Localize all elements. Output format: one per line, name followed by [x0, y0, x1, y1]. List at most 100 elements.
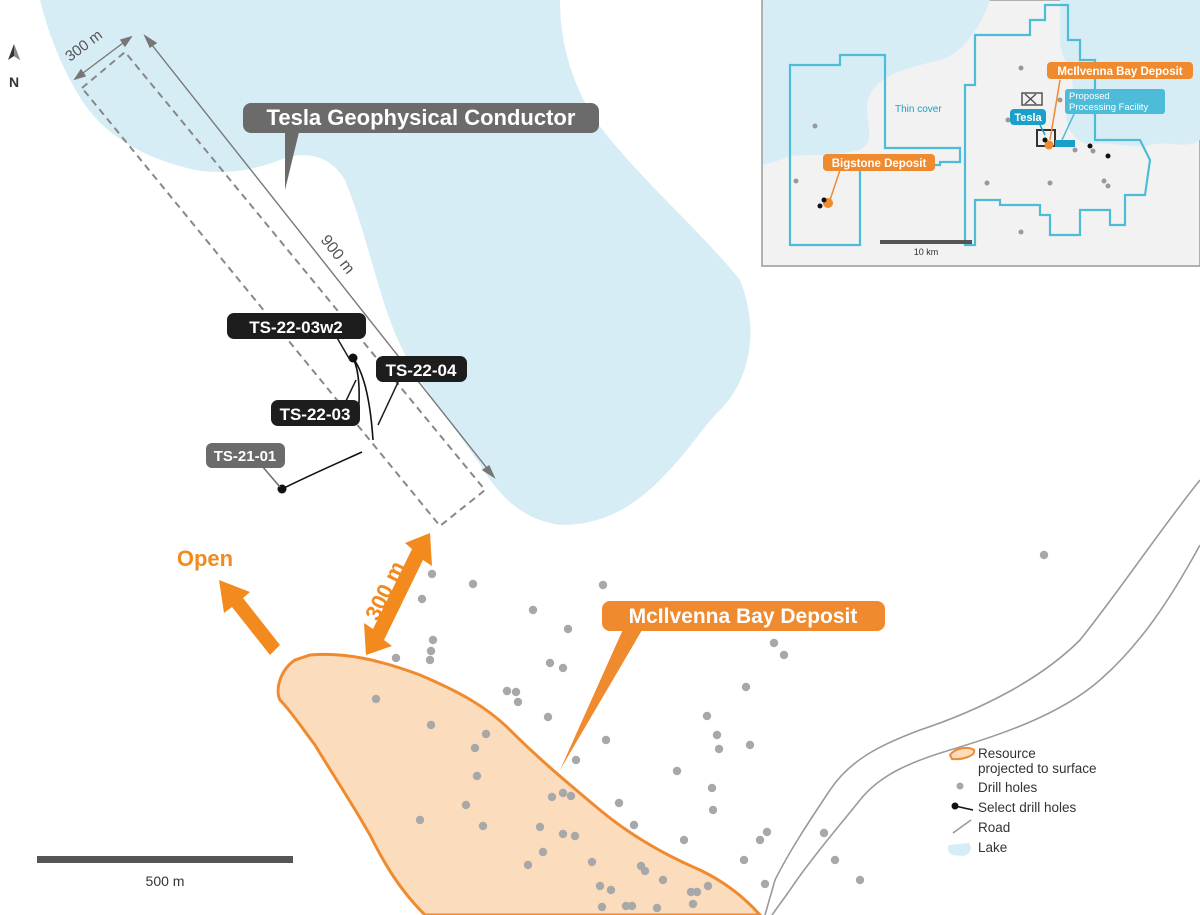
inset-tesla-marker [1021, 92, 1043, 106]
drill-hole [563, 624, 573, 634]
legend: Resource projected to surface Drill hole… [948, 746, 1097, 856]
resource-outline [276, 652, 763, 915]
road [764, 479, 1200, 915]
drill-hole [606, 885, 616, 895]
drill-hole [502, 686, 512, 696]
legend-select-swatch [951, 802, 959, 810]
drill-hole [427, 569, 437, 579]
drill-hole [426, 646, 436, 656]
drill-hole [760, 879, 770, 889]
inset-property-boundary [963, 3, 1152, 247]
legend-drill-swatch [956, 782, 964, 790]
callout-ts-22-03w2: TS-22-03w2 [227, 313, 366, 361]
callout-ts-22-04: TS-22-04 [376, 356, 467, 426]
drill-hole [741, 682, 751, 692]
deposit-callout: McIlvenna Bay Deposit [560, 601, 885, 770]
drill-hole [762, 827, 772, 837]
drill-hole [545, 658, 555, 668]
drill-hole [627, 901, 637, 911]
deposit-label: McIlvenna Bay Deposit [629, 605, 858, 628]
drill-hole [461, 800, 471, 810]
drill-hole [523, 860, 533, 870]
drill-hole [702, 711, 712, 721]
legend-lake-swatch [948, 843, 971, 856]
drill-hole [779, 650, 789, 660]
drill-hole [703, 881, 713, 891]
drill-hole [707, 783, 717, 793]
drill-hole [415, 815, 425, 825]
drill-hole [692, 887, 702, 897]
drill-hole [538, 847, 548, 857]
drill-hole [819, 828, 829, 838]
drill-hole [371, 694, 381, 704]
legend-resource-label-1: Resource [978, 746, 1036, 761]
callout-ts-22-03-label: TS-22-03 [280, 405, 351, 424]
drill-hole [597, 902, 607, 912]
north-label: N [9, 74, 19, 90]
legend-resource-swatch [948, 746, 976, 761]
length-dimension-label: 900 m [317, 232, 358, 278]
drill-hole [543, 712, 553, 722]
drill-hole [426, 720, 436, 730]
north-arrow-icon [8, 44, 20, 60]
drill-hole [830, 855, 840, 865]
drill-hole [558, 829, 568, 839]
scale-bar [37, 856, 293, 863]
inset-thin-cover-label: Thin cover [895, 104, 942, 115]
inset-scale-label: 10 km [914, 247, 939, 257]
drill-hole [672, 766, 682, 776]
drill-hole [679, 835, 689, 845]
legend-drill-label: Drill holes [978, 780, 1038, 795]
drill-hole [528, 605, 538, 615]
drill-hole [391, 653, 401, 663]
inset-scale-bar [880, 240, 972, 244]
drill-hole [1039, 550, 1049, 560]
legend-road-label: Road [978, 820, 1010, 835]
drill-hole [621, 901, 631, 911]
drill-hole [745, 740, 755, 750]
legend-resource-label-2: projected to surface [978, 761, 1097, 776]
drill-hole [571, 755, 581, 765]
drill-hole [708, 805, 718, 815]
drill-hole [658, 875, 668, 885]
drill-hole [739, 855, 749, 865]
drill-hole [652, 903, 662, 913]
drill-hole [629, 820, 639, 830]
drill-hole [614, 798, 624, 808]
length-dimension-arrow [143, 34, 496, 479]
drill-hole [481, 729, 491, 739]
drill-hole [714, 744, 724, 754]
drill-hole [595, 881, 605, 891]
open-label: Open [177, 546, 233, 571]
drill-holes-layer [371, 550, 1049, 913]
drill-hole [428, 635, 438, 645]
inset-processing-marker [1055, 140, 1075, 147]
inset-mcilvenna-label: McIlvenna Bay Deposit [1057, 66, 1182, 78]
legend-select-label: Select drill holes [978, 800, 1077, 815]
drill-hole [587, 857, 597, 867]
drill-hole [601, 735, 611, 745]
select-drill-hole [348, 353, 358, 363]
drill-hole [511, 687, 521, 697]
drill-hole [470, 743, 480, 753]
inset-map: Thin cover McIlvenna Bay Deposit Propose… [761, 0, 1200, 267]
open-arrow-icon [219, 580, 280, 655]
inset-drill-points [793, 65, 1111, 235]
drill-hole [855, 875, 865, 885]
callout-ts-22-03w2-label: TS-22-03w2 [249, 318, 343, 337]
callout-ts-21-01-label: TS-21-01 [214, 448, 277, 465]
drill-hole [686, 887, 696, 897]
distance-double-arrow-icon [364, 533, 432, 655]
scale-bar-label: 500 m [146, 873, 185, 889]
inset-tesla-label: Tesla [1014, 112, 1042, 124]
drill-hole [417, 594, 427, 604]
tesla-conductor-label: Tesla Geophysical Conductor [267, 105, 576, 130]
drill-hole [640, 866, 650, 876]
inset-lake [763, 0, 990, 165]
tesla-conductor-callout: Tesla Geophysical Conductor [243, 103, 599, 190]
inset-bigstone-label: Bigstone Deposit [832, 158, 927, 170]
road-branch [771, 544, 1200, 915]
drill-hole [425, 655, 435, 665]
drill-hole [566, 791, 576, 801]
drill-hole [598, 580, 608, 590]
